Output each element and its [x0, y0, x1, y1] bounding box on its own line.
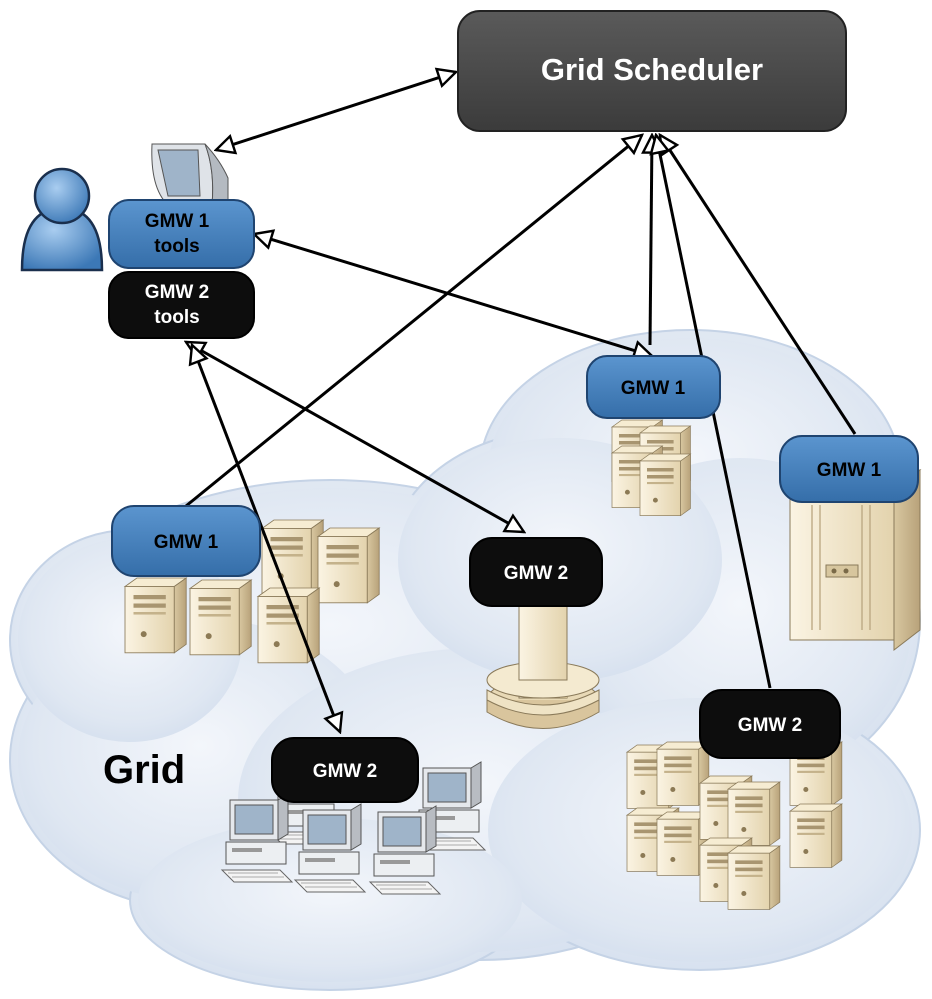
arrow-tools-gmw1-top-right	[254, 234, 652, 356]
grid-cloud-label: Grid	[103, 748, 185, 792]
arrow-tools-gmw2-bottom-left	[192, 345, 340, 732]
gmw2-bottom-left-label: GMW 2	[313, 761, 377, 782]
grid-scheduler: Grid Scheduler	[457, 10, 847, 132]
gmw2-badge-center: GMW 2	[469, 537, 603, 607]
server-cluster-top-right	[611, 419, 691, 516]
gmw2-bottom-right-label: GMW 2	[738, 715, 802, 736]
gmw2-badge-bottom-left: GMW 2	[271, 737, 419, 803]
gmw1-left-label: GMW 1	[154, 532, 219, 553]
user-workstation	[151, 143, 229, 206]
gmw1-tools-label-line1: GMW 1	[145, 211, 210, 232]
gmw1-tools-label-line2: tools	[154, 236, 199, 257]
gmw2-tools-badge: GMW 2 tools	[108, 271, 255, 339]
gmw1-badge-top-right: GMW 1	[586, 355, 721, 419]
server-far-right	[788, 468, 922, 652]
arrow-user-scheduler	[216, 72, 456, 150]
connections	[186, 72, 857, 732]
arrow-gmw1-top-right-scheduler	[650, 135, 652, 346]
mainframe-center	[486, 601, 600, 729]
gmw1-badge-far-right: GMW 1	[779, 435, 919, 503]
gmw2-badge-bottom-right: GMW 2	[699, 689, 841, 759]
user-icon	[20, 167, 104, 272]
grid-cloud	[9, 329, 921, 991]
gmw1-far-right-label: GMW 1	[817, 460, 882, 481]
gmw2-center-label: GMW 2	[504, 563, 568, 584]
gmw1-tools-badge: GMW 1 tools	[108, 199, 255, 269]
gmw1-top-right-label: GMW 1	[621, 378, 686, 399]
arrow-gmw1-far-right-scheduler	[660, 135, 857, 435]
gmw2-tools-label-line1: GMW 2	[145, 282, 209, 303]
grid-scheduler-label: Grid Scheduler	[541, 52, 763, 87]
gmw1-badge-left: GMW 1	[111, 505, 261, 577]
gmw2-tools-label-line2: tools	[154, 307, 199, 328]
